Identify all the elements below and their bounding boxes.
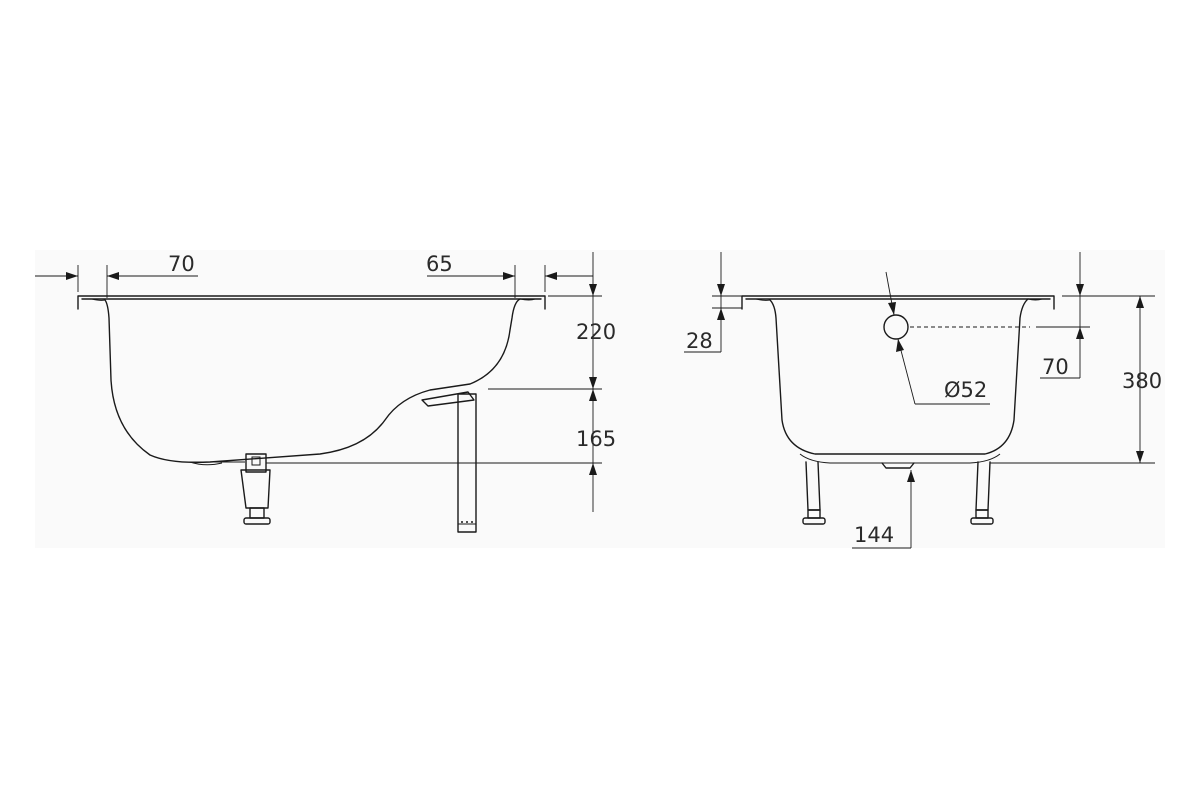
- side-view: 70 65 220 165: [35, 252, 616, 533]
- dim-rim-right: 65: [426, 252, 593, 298]
- end-legs: [802, 461, 994, 525]
- dim-label-65: 65: [426, 252, 453, 276]
- dim-label-165: 165: [576, 427, 616, 451]
- overflow-hole: [883, 314, 909, 340]
- dim-overflow-diameter: Ø52: [885, 271, 990, 405]
- dim-end-rim: 28: [684, 252, 742, 353]
- end-rim: [741, 295, 1055, 310]
- dim-label-70-end: 70: [1042, 355, 1069, 379]
- dim-label-144: 144: [854, 523, 894, 547]
- dim-side-vertical: 220 165: [266, 252, 616, 512]
- dim-label-380: 380: [1122, 369, 1162, 393]
- dim-label-220: 220: [576, 320, 616, 344]
- dim-label-70: 70: [168, 252, 195, 276]
- drawing-background: [35, 250, 1165, 548]
- dim-end-total: 380: [990, 295, 1162, 464]
- side-rim: [77, 295, 546, 310]
- end-view: 28 70 Ø52 380: [684, 252, 1162, 549]
- end-tub-body: [769, 298, 1029, 455]
- dim-end-overflow: 70: [1040, 252, 1090, 379]
- dim-label-28: 28: [686, 329, 713, 353]
- dim-label-d52: Ø52: [944, 378, 987, 402]
- side-tub-body: [104, 298, 521, 464]
- dim-rim-left: 70: [35, 252, 198, 298]
- dim-end-leg: 144: [852, 470, 915, 549]
